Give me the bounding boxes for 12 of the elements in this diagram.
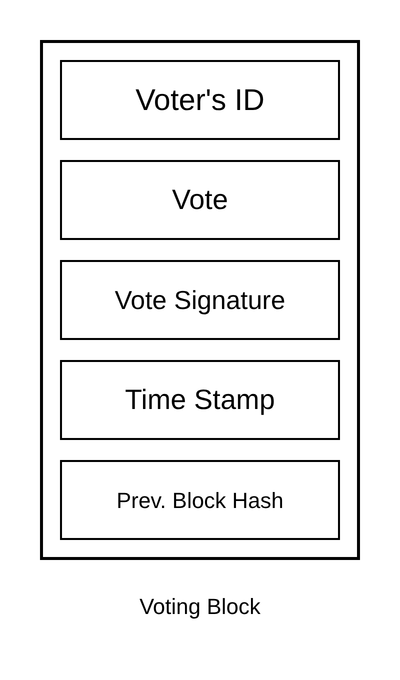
- block-frame: [40, 40, 360, 560]
- block-caption: Voting Block: [139, 593, 261, 621]
- field-box: [60, 160, 340, 240]
- field-label: Prev. Block Hash: [116, 486, 284, 514]
- field-box: [60, 260, 340, 340]
- field-box: [60, 360, 340, 440]
- field-label: Voter's ID: [135, 82, 265, 118]
- field-label: Vote: [172, 183, 228, 217]
- field-box: [60, 460, 340, 540]
- field-label: Vote Signature: [114, 284, 286, 316]
- field-box: [60, 60, 340, 140]
- field-label: Time Stamp: [125, 383, 275, 417]
